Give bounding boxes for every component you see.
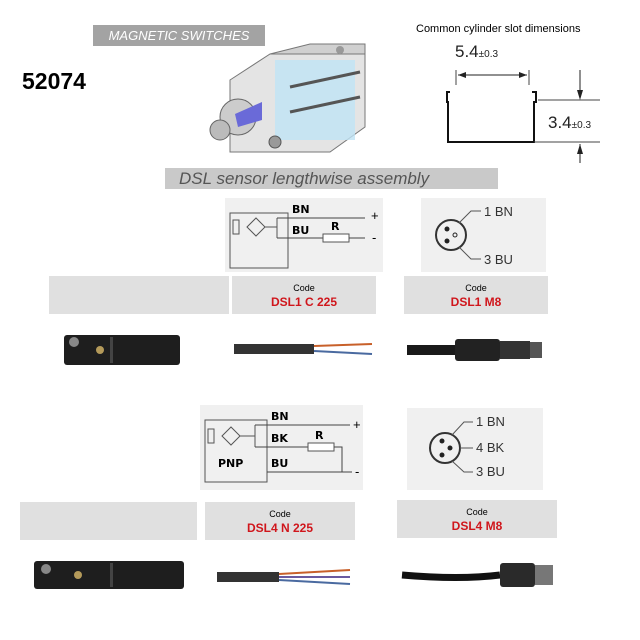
category-banner: MAGNETIC SWITCHES <box>93 25 265 46</box>
section-banner: DSL sensor lengthwise assembly <box>165 168 498 189</box>
pneumatic-cylinder-image <box>209 43 366 153</box>
code-box-dsl1-c225: Code DSL1 C 225 <box>232 276 376 314</box>
slot-depth-value: 3.4 <box>548 113 572 132</box>
product-code: DSL4 M8 <box>451 519 503 533</box>
output-type-label: PNP <box>218 457 244 470</box>
code-label: Code <box>293 283 315 293</box>
m8-connector-image <box>401 563 553 587</box>
wire-label-bn: BN <box>271 410 289 423</box>
sensor-body-image <box>64 335 180 365</box>
cable-wires-image <box>217 569 351 585</box>
wire-label-bu: BU <box>292 224 310 237</box>
code-label: Code <box>465 283 487 293</box>
blank-code-box <box>49 276 229 314</box>
pin-4-label: 4 BK <box>476 440 505 455</box>
product-code: DSL1 C 225 <box>270 295 338 309</box>
wiring-lines <box>204 419 352 483</box>
connector-face-icon <box>429 421 473 473</box>
code-box-dsl4-m8: Code DSL4 M8 <box>397 500 557 538</box>
product-code: DSL4 N 225 <box>246 521 314 535</box>
code-box-dsl4-n225: Code DSL4 N 225 <box>205 502 355 540</box>
pin-3-label: 3 BU <box>484 252 513 267</box>
slot-dimensions-title: Common cylinder slot dimensions <box>416 23 581 35</box>
connector-face-icon <box>435 210 481 260</box>
code-label: Code <box>466 507 488 517</box>
slot-width-value: 5.4 <box>455 42 479 61</box>
minus-terminal: - <box>372 230 377 245</box>
wiring-diagram-dsl4: BN BK BU R PNP + - <box>200 405 363 490</box>
pin-3-label: 3 BU <box>476 464 505 479</box>
code-box-dsl1-m8: Code DSL1 M8 <box>404 276 548 314</box>
pinout-dsl1-m8: 1 BN 3 BU <box>421 198 546 272</box>
code-label: Code <box>269 509 291 519</box>
resistor-label: R <box>315 429 324 442</box>
wiring-lines <box>229 212 365 269</box>
pinout-dsl4-m8: 1 BN 4 BK 3 BU <box>407 408 543 490</box>
slot-depth-dimension: 3.4±0.3 <box>548 113 591 133</box>
plus-terminal: + <box>371 208 379 223</box>
slot-profile-diagram <box>446 70 600 163</box>
slot-depth-tolerance: ±0.3 <box>571 120 592 131</box>
wire-label-bu: BU <box>271 457 289 470</box>
wire-label-bk: BK <box>271 432 288 445</box>
wiring-diagram-dsl1: BN BU R + - <box>225 198 383 272</box>
wire-label-bn: BN <box>292 203 310 216</box>
slot-width-dimension: 5.4±0.3 <box>455 42 498 62</box>
blank-code-box <box>20 502 197 540</box>
plus-terminal: + <box>353 417 361 432</box>
minus-terminal: - <box>355 464 360 479</box>
product-code: DSL1 M8 <box>450 295 502 309</box>
sensor-body-image <box>34 561 184 589</box>
pin-1-label: 1 BN <box>476 414 505 429</box>
slot-width-tolerance: ±0.3 <box>478 49 499 60</box>
m8-connector-image <box>407 339 542 361</box>
cable-wires-image <box>234 343 373 355</box>
pin-1-label: 1 BN <box>484 204 513 219</box>
resistor-label: R <box>331 220 340 233</box>
part-number: 52074 <box>22 68 86 94</box>
